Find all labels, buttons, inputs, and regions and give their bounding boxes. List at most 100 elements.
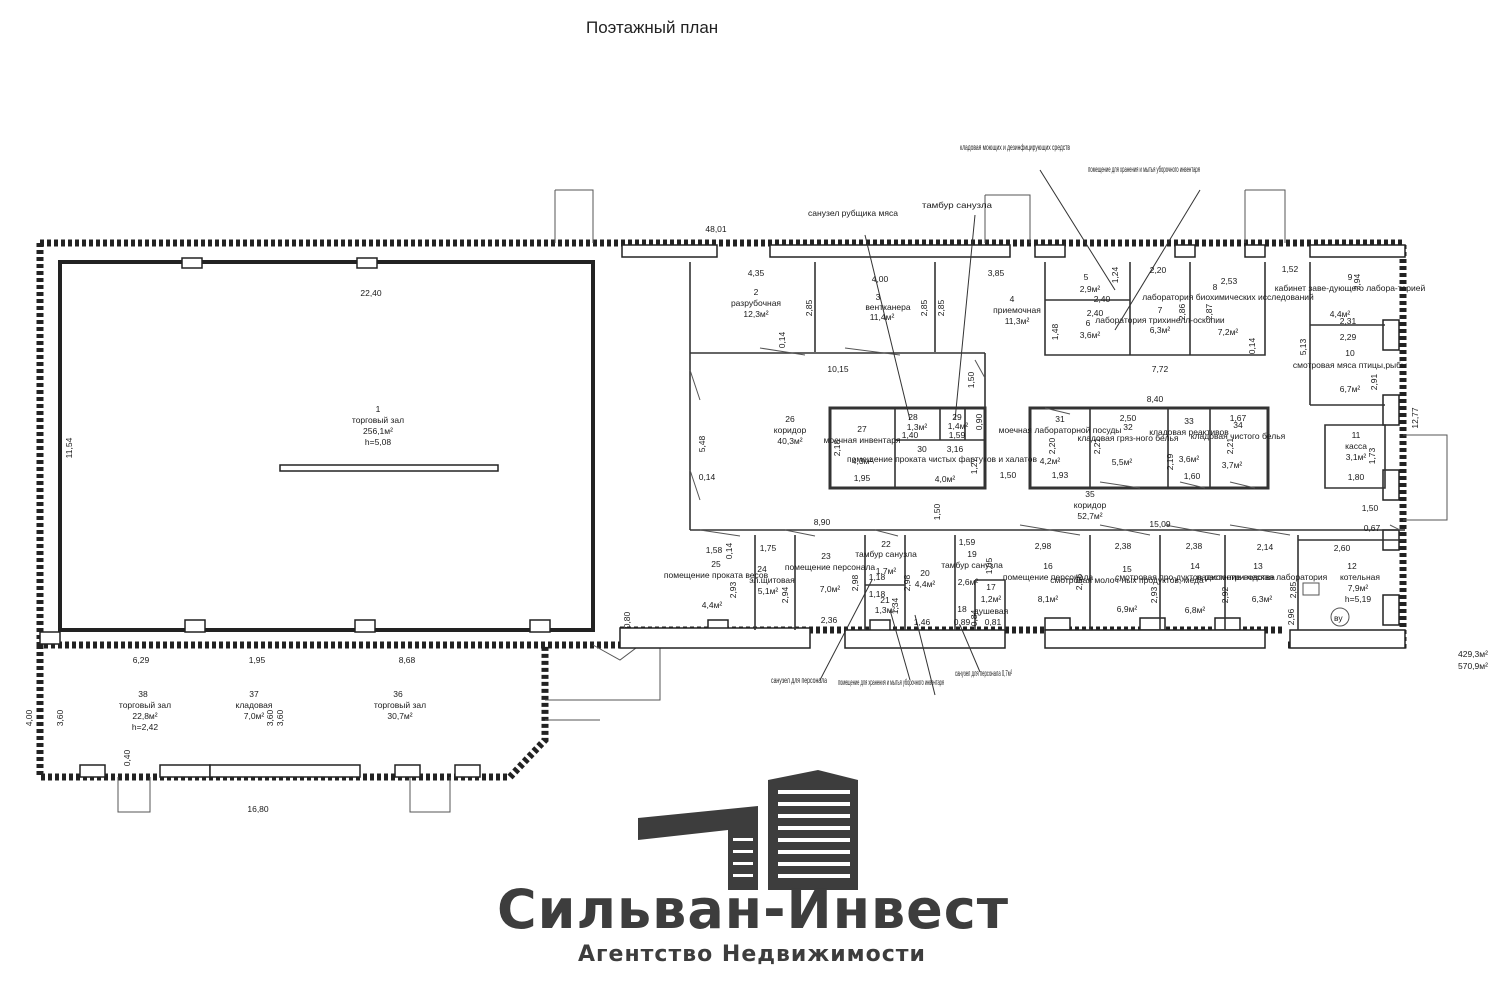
callout-wc-vestibule: тамбур санузла bbox=[922, 200, 992, 210]
callout-leaders bbox=[819, 169, 1201, 696]
dimension-label: 2,20 bbox=[1150, 265, 1167, 275]
room-label-18: 18 bbox=[957, 604, 967, 614]
dimension-label: 6,29 bbox=[133, 655, 150, 665]
dimension-label: 7,72 bbox=[1152, 364, 1169, 374]
dimension-label: 16,80 bbox=[247, 804, 269, 814]
dimension-label: 1,50 bbox=[1000, 470, 1017, 480]
dimension-label: 10,15 bbox=[827, 364, 849, 374]
callout-butcher-wc: санузел рубщика мяса bbox=[808, 208, 898, 218]
dimension-label: 2,20 bbox=[1047, 437, 1057, 454]
dimension-label: 2,40 bbox=[1087, 308, 1104, 318]
dimension-label: 4,00 bbox=[872, 274, 889, 284]
callout-staff-wc-left: санузел для персонала bbox=[771, 675, 827, 685]
dimension-label: 8,68 bbox=[399, 655, 416, 665]
dimension-label: 2,53 bbox=[1221, 276, 1238, 286]
dimension-label: 1,46 bbox=[914, 617, 931, 627]
dimension-label: 2,56 bbox=[1074, 573, 1084, 590]
dimension-label: 1,80 bbox=[1348, 472, 1365, 482]
dimension-label: 0,14 bbox=[724, 542, 734, 559]
dimension-label: 3,60 bbox=[275, 709, 285, 726]
door-swings bbox=[689, 347, 1291, 537]
dimension-label: 3,16 bbox=[947, 444, 964, 454]
dimension-label: 1,95 bbox=[854, 473, 871, 483]
dimension-label: 2,36 bbox=[821, 615, 838, 625]
dimension-label: 0,14 bbox=[777, 331, 787, 348]
dimension-label: 2,87 bbox=[1204, 303, 1214, 320]
logo-icon bbox=[638, 770, 858, 890]
dimension-label: 1,59 bbox=[959, 537, 976, 547]
dimension-label: 0,81 bbox=[985, 617, 1002, 627]
callout-staff-wc-right: санузел для персонала 0,7м² bbox=[955, 668, 1012, 678]
callout-cleaning-storage-top: помещение для хранения и мытья уборочног… bbox=[1088, 164, 1200, 174]
dimension-label: 2,93 bbox=[1149, 586, 1159, 603]
dimension-label: 2,98 bbox=[850, 574, 860, 591]
dimension-label: 15,09 bbox=[1149, 519, 1171, 529]
dimension-label: 5,13 bbox=[1298, 338, 1308, 355]
dimension-label: 2,31 bbox=[1340, 316, 1357, 326]
dimension-label: 1,50 bbox=[966, 371, 976, 388]
dimension-label: 2,21 bbox=[1225, 437, 1235, 454]
dimension-label: 1,60 bbox=[1184, 471, 1201, 481]
wall-piers bbox=[39, 244, 1406, 778]
dimension-label: 2,40 bbox=[1094, 294, 1111, 304]
dimension-label: 2,92 bbox=[1220, 586, 1230, 603]
total-area-2: 570,9м² bbox=[1458, 661, 1488, 671]
dimension-label: 1,18 bbox=[869, 572, 886, 582]
dimension-label: 1,93 bbox=[1052, 470, 1069, 480]
dimension-label: 1,18 bbox=[869, 589, 886, 599]
dimension-label: 0,40 bbox=[122, 749, 132, 766]
dimension-label: 2,85 bbox=[804, 299, 814, 316]
dimension-label: 1,24 bbox=[1110, 266, 1120, 283]
dimension-label: 1,34 bbox=[890, 597, 900, 614]
callout-cleaning-storage-bottom: помещение для хранения и мытья уборочног… bbox=[838, 677, 944, 687]
dimension-label: 1,52 bbox=[1282, 264, 1299, 274]
dimension-label: 0,67 bbox=[1364, 523, 1381, 533]
dimension-label: 1,48 bbox=[1050, 323, 1060, 340]
dimension-label: 1,75 bbox=[760, 543, 777, 553]
dimension-label: 2,93 bbox=[728, 581, 738, 598]
callout-detergent-storage: кладовая моющих и дезинфицирующих средст… bbox=[960, 142, 1070, 152]
brand-name: Сильван-Инвест bbox=[497, 878, 1010, 941]
callout-labels: кладовая моющих и дезинфицирующих средст… bbox=[771, 142, 1200, 687]
area-totals: 429,3м² 570,9м² ву bbox=[1334, 613, 1488, 671]
dimension-label: 1,59 bbox=[949, 430, 966, 440]
plan-title: Поэтажный план bbox=[586, 18, 719, 37]
dimension-label: 2,94 bbox=[780, 586, 790, 603]
dimension-label: 2,14 bbox=[1257, 542, 1274, 552]
dimension-label: 12,77 bbox=[1410, 407, 1420, 429]
dimension-label: 2,91 bbox=[1369, 373, 1379, 390]
dimension-label: 2,18 bbox=[832, 439, 842, 456]
dimension-label: 0,84 bbox=[969, 609, 979, 626]
dimension-label: 0,14 bbox=[1247, 337, 1257, 354]
dimension-label: 0,90 bbox=[974, 413, 984, 430]
dimension-label: 2,38 bbox=[1186, 541, 1203, 551]
dimension-label: 2,50 bbox=[1120, 413, 1137, 423]
dimension-label: 0,14 bbox=[699, 472, 716, 482]
